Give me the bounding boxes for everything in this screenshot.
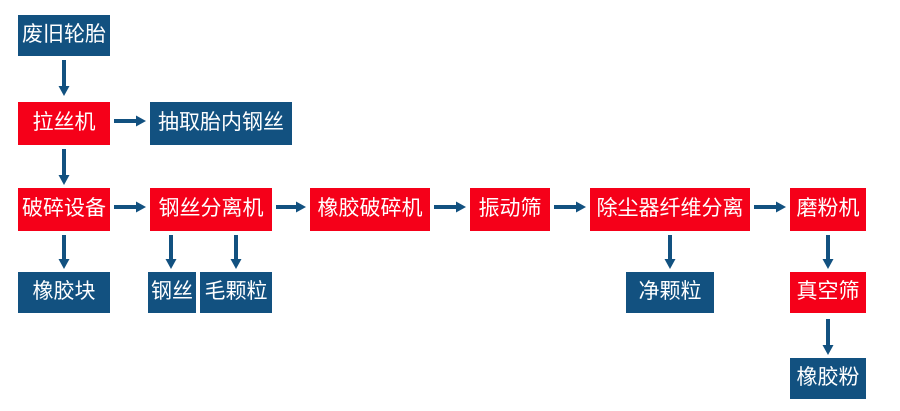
flow-node-label: 橡胶粉 — [796, 365, 860, 389]
flow-arrow-right-icon — [434, 194, 466, 220]
flow-arrow-right-icon — [554, 194, 586, 220]
flow-arrow-down-icon — [158, 235, 184, 269]
flow-node-label: 磨粉机 — [796, 196, 860, 220]
flow-node-n14[interactable]: 真空筛 — [790, 272, 866, 313]
flow-node-n8[interactable]: 除尘器纤维分离 — [590, 188, 750, 231]
flow-arrow-down-icon — [657, 235, 683, 269]
flow-node-n9[interactable]: 磨粉机 — [790, 188, 866, 231]
flow-node-label: 振动筛 — [478, 196, 542, 220]
flow-node-label: 毛颗粒 — [204, 279, 268, 303]
flow-node-n12[interactable]: 毛颗粒 — [200, 272, 272, 313]
flow-arrow-right-icon — [114, 194, 146, 220]
flow-node-label: 破碎设备 — [22, 196, 106, 220]
flow-node-n3[interactable]: 抽取胎内钢丝 — [150, 102, 292, 145]
flow-arrow-right-icon — [114, 108, 146, 134]
flow-node-n13[interactable]: 净颗粒 — [626, 272, 714, 313]
flow-arrow-down-icon — [815, 319, 841, 355]
flow-arrow-right-icon — [276, 194, 306, 220]
flow-arrow-down-icon — [223, 235, 249, 269]
flow-node-n7[interactable]: 振动筛 — [470, 188, 550, 231]
flow-node-label: 钢丝 — [151, 279, 193, 303]
flow-node-label: 橡胶破碎机 — [317, 196, 423, 220]
flow-node-label: 净颗粒 — [638, 279, 702, 303]
flow-node-n5[interactable]: 钢丝分离机 — [150, 188, 272, 231]
flow-node-n4[interactable]: 破碎设备 — [18, 188, 110, 231]
flow-node-label: 钢丝分离机 — [158, 196, 264, 220]
flow-node-n2[interactable]: 拉丝机 — [18, 102, 110, 145]
flow-node-n10[interactable]: 橡胶块 — [18, 272, 110, 313]
flow-arrow-down-icon — [51, 60, 77, 96]
flow-node-n6[interactable]: 橡胶破碎机 — [310, 188, 430, 231]
flow-arrow-down-icon — [51, 235, 77, 269]
flow-node-n1[interactable]: 废旧轮胎 — [18, 15, 110, 56]
flow-node-label: 拉丝机 — [32, 110, 96, 134]
flow-arrow-down-icon — [815, 235, 841, 269]
flow-arrow-down-icon — [51, 149, 77, 185]
flow-node-n15[interactable]: 橡胶粉 — [790, 358, 866, 399]
flow-node-label: 抽取胎内钢丝 — [158, 110, 284, 134]
flow-node-label: 废旧轮胎 — [22, 22, 106, 46]
flow-node-n11[interactable]: 钢丝 — [148, 272, 196, 313]
flow-node-label: 除尘器纤维分离 — [596, 196, 744, 220]
flow-node-label: 橡胶块 — [32, 279, 96, 303]
flow-node-label: 真空筛 — [796, 279, 860, 303]
flow-arrow-right-icon — [754, 194, 786, 220]
